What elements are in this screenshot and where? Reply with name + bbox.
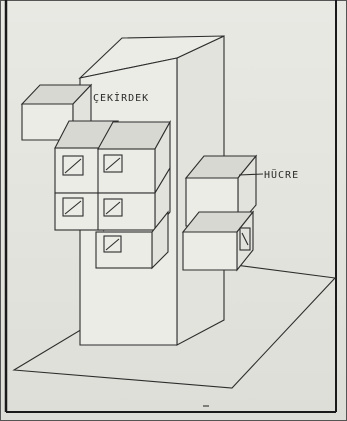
core-label: ÇEKİRDEK xyxy=(93,91,149,104)
side-cell-lower xyxy=(183,212,253,270)
cell-label: HÜCRE xyxy=(264,168,299,181)
cell-module-right-1 xyxy=(98,122,170,193)
